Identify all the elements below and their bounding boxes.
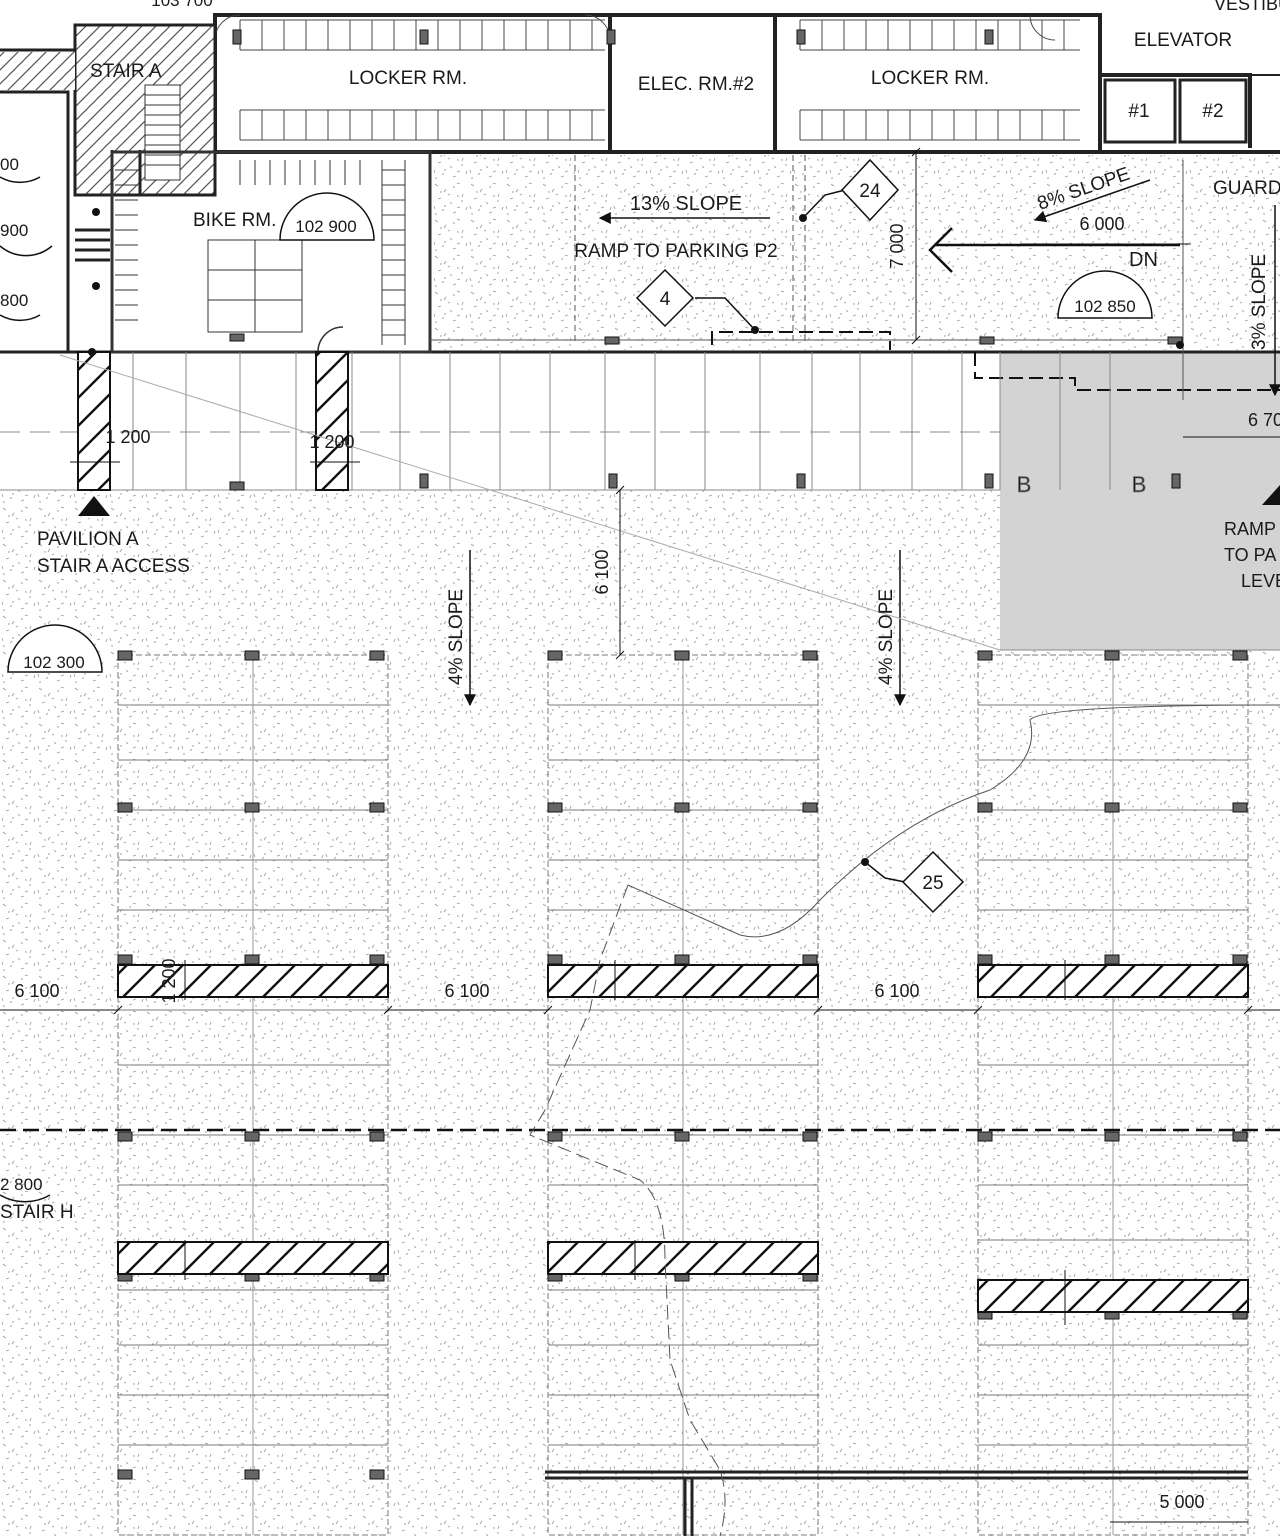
accessible-stall-1: B (1017, 472, 1032, 497)
elevator-label: ELEVATOR (1134, 30, 1232, 51)
diagonal-ref-line (59, 354, 1001, 651)
guard-label: GUARD (1213, 178, 1280, 199)
leader-line (627, 704, 1280, 938)
dashed-path (529, 884, 726, 1536)
ramp-right-label-3: LEVE (1241, 571, 1280, 591)
parking-floor (0, 490, 1280, 1536)
slope-8-arrow (1033, 179, 1151, 223)
slope-dn-arrow (928, 227, 1180, 273)
ramp-right-label-2: TO PA (1224, 545, 1276, 565)
elevation-parking: 102 300 (23, 653, 84, 672)
accessible-zone (1000, 352, 1280, 650)
elevation-left-3: 800 (0, 291, 28, 310)
bottom-wall (545, 1470, 1248, 1536)
tag-25: 25 (922, 873, 943, 894)
pavilion-label-1: PAVILION A (37, 529, 139, 550)
elevation-arcs (0, 176, 1153, 1203)
bike-room-label: BIKE RM. (193, 210, 276, 231)
dim-aisle-3: 6 100 (874, 981, 919, 1001)
tag-4: 4 (660, 289, 671, 310)
vestibule-label: VESTIBULE (1214, 0, 1280, 14)
elevation-left-1: 00 (0, 155, 19, 174)
tag-24-diamond (840, 158, 900, 222)
dim-1200-b: 1 200 (309, 432, 354, 452)
locker-room-left-label: LOCKER RM. (349, 68, 467, 89)
dim-aisle-2: 6 100 (444, 981, 489, 1001)
ramp-slope-label: 13% SLOPE (630, 193, 742, 215)
dimension-lines (0, 147, 1280, 1523)
dim-6100-vertical: 6 100 (592, 549, 612, 594)
dim-6000: 6 000 (1079, 214, 1124, 234)
bike-room (110, 150, 432, 354)
leader-dots (88, 208, 1184, 866)
upper-stall-row (0, 352, 1280, 651)
elevation-bike: 102 900 (295, 217, 356, 236)
columns (229, 29, 1183, 491)
dim-stall-1200: 1 200 (159, 958, 179, 1003)
tag-leaders (695, 189, 906, 883)
tag-24: 24 (859, 181, 881, 202)
ramp-lines (430, 155, 1280, 400)
slope-3-label: 3% SLOPE (1249, 254, 1270, 350)
pavilion-column-mid (315, 351, 349, 491)
dim-aisle-1: 6 100 (14, 981, 59, 1001)
elec-room-label: ELEC. RM.#2 (638, 74, 754, 95)
stair-left-hatch (0, 52, 75, 90)
dim-1200-a: 1 200 (105, 427, 150, 447)
slope-4b-label: 4% SLOPE (876, 589, 897, 685)
elevation-top-left: 103 700 (151, 0, 212, 10)
pavilion-label-2: STAIR A ACCESS (37, 556, 190, 577)
stair-a-label: STAIR A (90, 61, 162, 82)
elevation-lower-left: 2 800 (0, 1175, 43, 1194)
stair-h-label: STAIR H (0, 1202, 74, 1223)
dim-7000: 7 000 (887, 223, 907, 268)
elevation-ramp: 102 850 (1074, 297, 1135, 316)
tag-25-diamond (901, 850, 965, 914)
bay-column-stubs (117, 650, 1248, 1480)
pavilion-marker (78, 496, 110, 516)
walkway-strips (117, 964, 1249, 1313)
locker-room-right-label: LOCKER RM. (871, 68, 989, 89)
ramp-right-marker (1262, 485, 1280, 505)
stair-a-steps (144, 84, 181, 181)
dn-label: DN (1129, 249, 1158, 271)
ramp-right-label-1: RAMP (1224, 519, 1276, 539)
elevation-left-2: 900 (0, 221, 28, 240)
elevator-2-label: #2 (1202, 101, 1223, 122)
dim-5000: 5 000 (1159, 1492, 1204, 1512)
accessible-stall-2: B (1132, 472, 1147, 497)
slope-4a-label: 4% SLOPE (446, 589, 467, 685)
pavilion-column-left (77, 351, 111, 491)
dim-6700: 6 70 (1248, 410, 1280, 430)
ramp-to-p2-label: RAMP TO PARKING P2 (574, 241, 777, 262)
elevator-1-label: #1 (1128, 101, 1149, 122)
tag-4-diamond (635, 268, 695, 328)
